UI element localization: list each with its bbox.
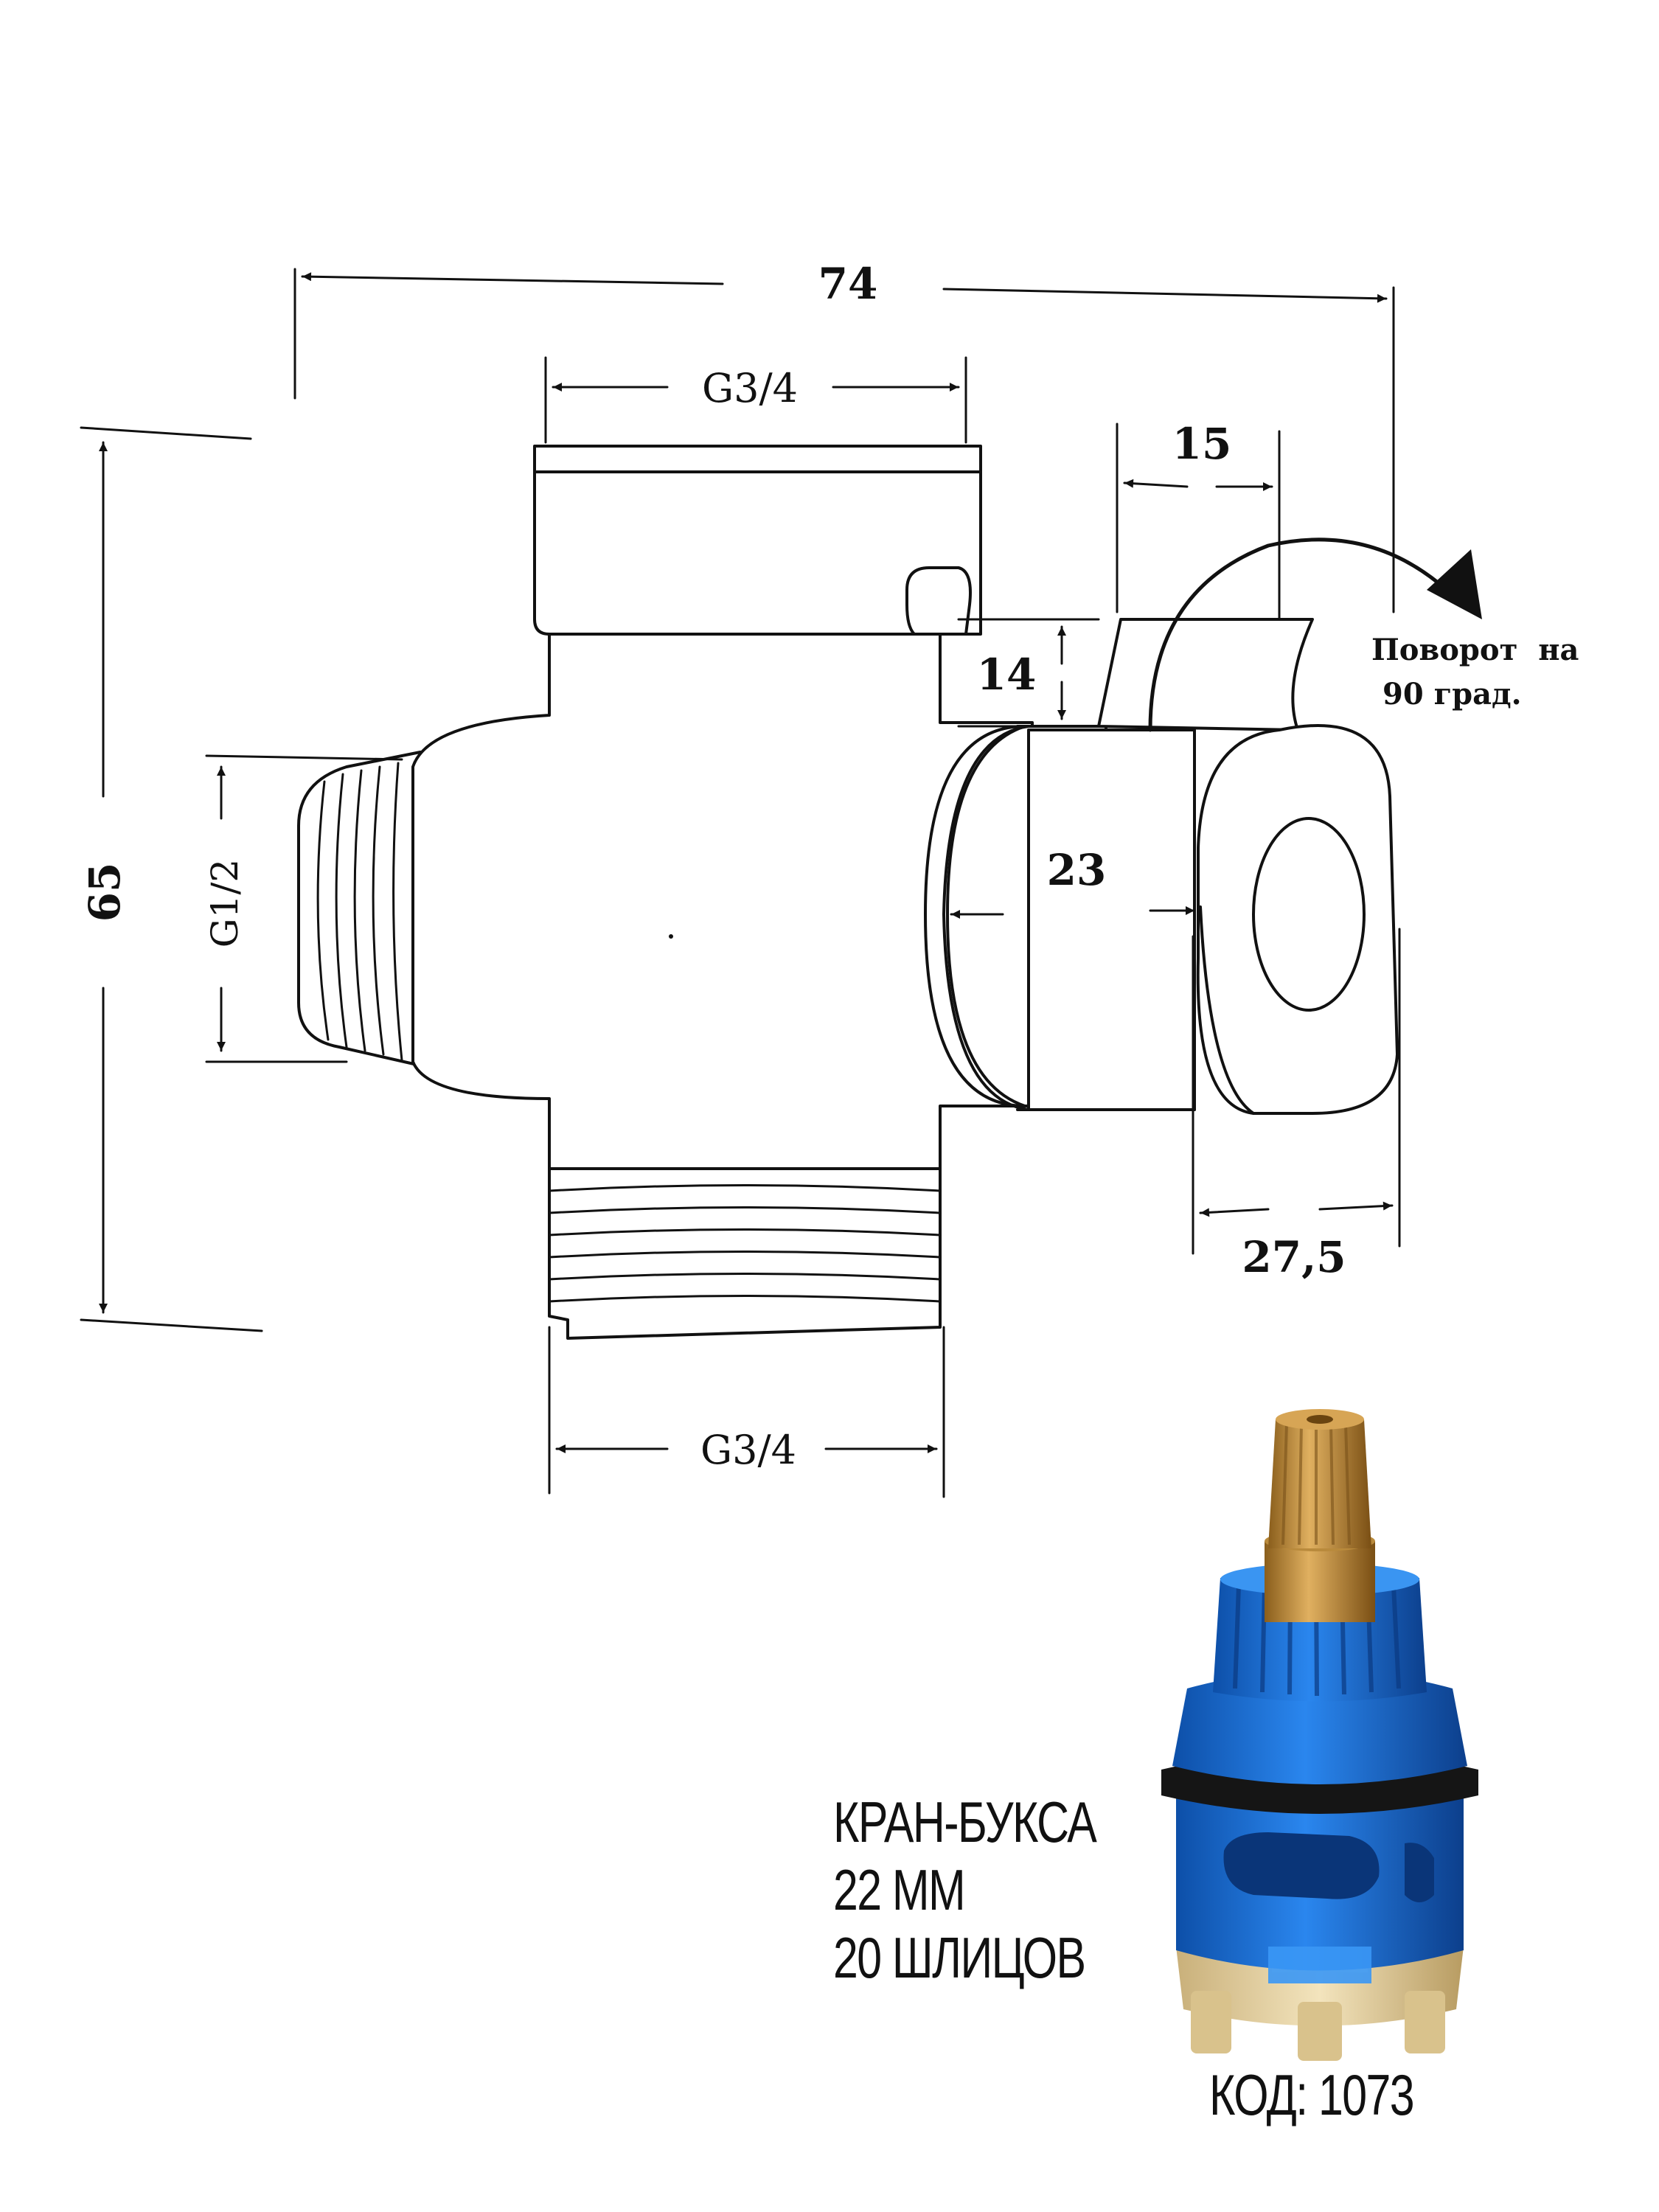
dim-handle-width: 15 [1172, 419, 1232, 469]
dim-side-thread: G1/2 [204, 859, 246, 947]
rotation-note-line2: 90 град. [1382, 677, 1522, 712]
rotation-arrowhead [1427, 549, 1482, 619]
bottom-thread [548, 1167, 942, 1340]
product-code: КОД: 1073 [1209, 2062, 1415, 2127]
rotation-note-line1: Поворот на [1371, 633, 1579, 667]
central-body [411, 633, 1034, 1170]
dimension-lines [80, 268, 1401, 1498]
dim-handle-height: 14 [977, 650, 1037, 700]
dim-handle-diameter: 27,5 [1242, 1232, 1346, 1282]
dim-overall-height: 65 [80, 863, 130, 922]
handle-disc [1196, 724, 1399, 1115]
top-nut [533, 445, 982, 636]
dim-body-depth: 23 [1047, 845, 1107, 895]
cartridge-image [1161, 1409, 1478, 2061]
valve-body [297, 445, 1482, 1340]
dim-top-thread: G3/4 [702, 365, 798, 411]
product-name: КРАН-БУКСА [833, 1790, 1097, 1854]
product-splines: 20 ШЛИЦОВ [833, 1925, 1086, 1990]
rotation-arrow [1148, 538, 1440, 732]
side-nipple [297, 751, 422, 1067]
product-size: 22 ММ [833, 1857, 966, 1922]
handle-lever [1097, 618, 1399, 1115]
dim-overall-width: 74 [818, 259, 878, 309]
dim-bottom-thread: G3/4 [700, 1427, 796, 1473]
product-spec: КРАН-БУКСА 22 ММ 20 ШЛИЦОВ [833, 1788, 1097, 1992]
